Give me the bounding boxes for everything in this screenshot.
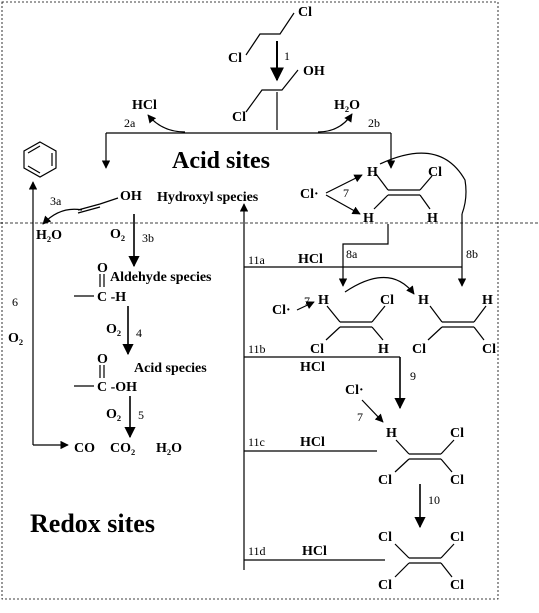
vc-h-top: H	[367, 165, 378, 180]
step-8b-label: 8b	[466, 247, 478, 261]
step-11b-label: 11b	[248, 342, 266, 356]
dichloroethylene-a-molecule	[325, 305, 386, 341]
hcl-11c-label: HCl	[300, 435, 325, 450]
acid-o-label: O	[97, 352, 108, 367]
h2o-3a-label: H₂O	[36, 228, 62, 243]
trichloroethylene-molecule	[394, 439, 455, 473]
step-7-arrow-down	[325, 194, 361, 215]
vinyl-chloride-molecule	[373, 173, 433, 210]
step-9-label: 9	[410, 369, 416, 383]
acid-coh-label: C -OH	[97, 380, 137, 395]
vc-h-right: H	[427, 211, 438, 226]
cdce-h: H	[318, 293, 329, 308]
step-6-label: 6	[12, 295, 18, 309]
pce-cl-top-left: Cl	[378, 530, 392, 545]
step-10-label: 10	[428, 493, 440, 507]
step-11a-label: 11a	[248, 253, 266, 267]
cl-top-label: Cl	[298, 5, 312, 20]
cdce-cl-top: Cl	[380, 293, 394, 308]
hydroxyl-species-label: Hydroxyl species	[157, 190, 259, 205]
o2-3b-label: O₂	[110, 227, 125, 242]
product-co: CO	[74, 441, 95, 456]
redox-sites-title: Redox sites	[30, 509, 155, 538]
step-7a-label: 7	[343, 186, 349, 200]
tce-cl-top: Cl	[450, 426, 464, 441]
vinyl-alcohol-double	[77, 206, 101, 214]
tetrachloroethylene-molecule	[394, 543, 455, 578]
hcl-11b-label: HCl	[300, 360, 325, 375]
step-7b-arc	[344, 276, 415, 295]
product-h2o: H₂O	[156, 441, 182, 456]
step-7b-label: 7	[304, 294, 310, 308]
tce-cl-bottom-left: Cl	[378, 473, 392, 488]
benzene-molecule	[23, 141, 57, 178]
cl-left-label: Cl	[228, 51, 242, 66]
oh-label: OH	[303, 64, 325, 79]
hydroxyl-oh-label: OH	[120, 189, 142, 204]
step-7c-label: 7	[357, 410, 363, 424]
pce-cl-bottom-left: Cl	[378, 578, 392, 593]
o2-side-label: O₂	[8, 331, 23, 346]
dichloroethylene-b-molecule	[427, 305, 487, 341]
hcl-11d-label: HCl	[302, 544, 327, 559]
step-2b-label: 2b	[368, 116, 380, 130]
cdce-cl-bottom: Cl	[310, 342, 324, 357]
step-11c-label: 11c	[248, 435, 265, 449]
chloroethanol-molecule	[245, 69, 299, 130]
h2o-label: H₂O	[334, 98, 360, 113]
step-3b-label: 3b	[142, 231, 154, 245]
pce-cl-bottom-right: Cl	[450, 578, 464, 593]
step-2a-curved-arrow	[147, 114, 186, 133]
scheme-border	[1, 1, 499, 600]
cl-radical-7c: Cl·	[345, 383, 364, 398]
step-3a-label: 3a	[50, 194, 62, 208]
vc-chain-arc	[379, 152, 467, 215]
hcl-11a-label: HCl	[298, 252, 323, 267]
step-7b-arrow	[296, 301, 315, 311]
aldehyde-o-label: O	[97, 261, 108, 276]
step-8a-path	[338, 224, 389, 287]
tce-cl-bottom-right: Cl	[450, 473, 464, 488]
cl-radical-7a: Cl·	[300, 187, 319, 202]
cdce-h-bottom: H	[378, 342, 389, 357]
acid-sites-title: Acid sites	[172, 148, 270, 174]
vc-h-bottom: H	[363, 211, 374, 226]
acid-species-label: Acid species	[134, 361, 207, 376]
dichloroethane-molecule	[245, 12, 295, 56]
vinyl-alcohol-bond	[77, 197, 119, 211]
hcl-label: HCl	[132, 98, 157, 113]
step-2a-label: 2a	[124, 116, 136, 130]
cl-radical-7b: Cl·	[272, 303, 291, 318]
step-2b-curved-arrow	[317, 113, 353, 133]
o2-5-label: O₂	[106, 407, 121, 422]
tdce-cl-right: Cl	[482, 342, 496, 357]
step-4-label: 4	[136, 326, 142, 340]
tce-h: H	[386, 426, 397, 441]
step-1-label: 1	[284, 49, 290, 63]
o2-4-label: O₂	[106, 322, 121, 337]
aldehyde-species-label: Aldehyde species	[110, 270, 212, 285]
tdce-cl-left: Cl	[412, 342, 426, 357]
tdce-h-right: H	[482, 293, 493, 308]
step-7-arrow-up	[325, 174, 363, 194]
tdce-h-left: H	[418, 293, 429, 308]
aldehyde-ch-label: C -H	[97, 290, 126, 305]
cl-label: Cl	[232, 110, 246, 125]
step-11d-label: 11d	[248, 544, 266, 558]
product-co2: CO₂	[110, 441, 135, 456]
step-5-label: 5	[138, 408, 144, 422]
step-8a-label: 8a	[346, 247, 358, 261]
step-7c-arrow	[361, 399, 384, 423]
step-3a-curved-arrow	[42, 208, 83, 225]
pce-cl-top-right: Cl	[450, 530, 464, 545]
